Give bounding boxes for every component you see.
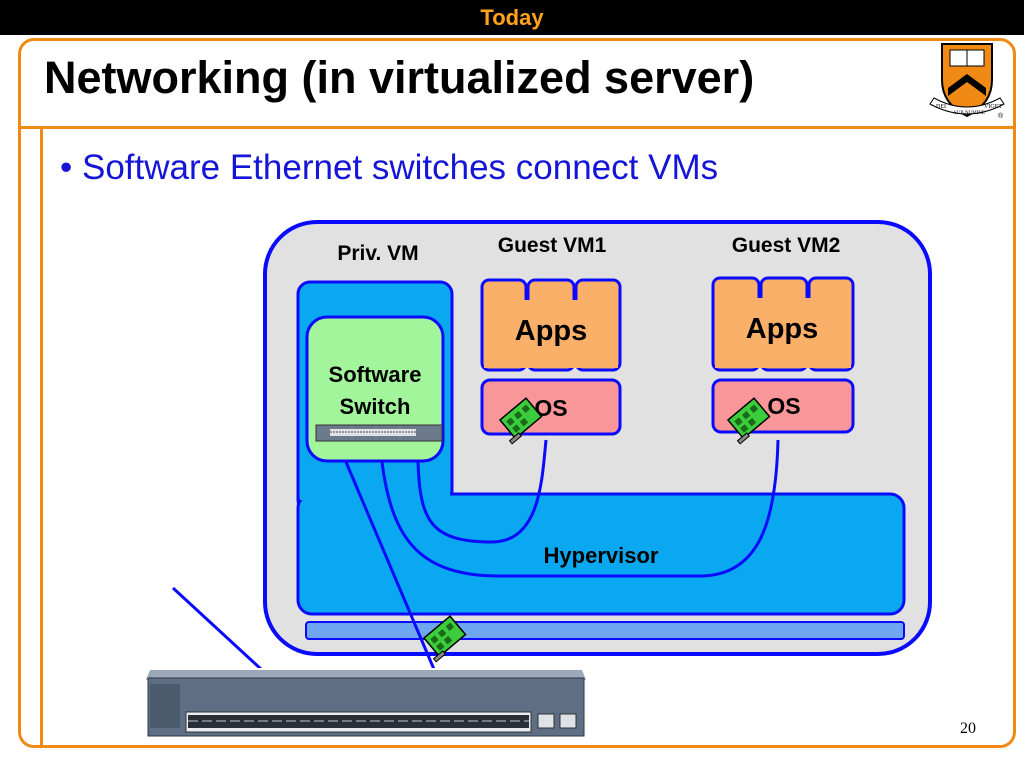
link-switch-to-vm2 xyxy=(380,439,780,578)
guest-vm2-apps-label: Apps xyxy=(746,313,819,345)
logo-motto-middle: SUB NUMINE xyxy=(954,111,985,116)
physical-switch xyxy=(146,668,586,744)
link-switch-to-vm1 xyxy=(416,439,548,544)
logo-registered: ® xyxy=(998,112,1004,120)
mini-switch-icon xyxy=(315,424,443,442)
left-divider xyxy=(40,128,43,748)
guest-vm2-os-label: OS xyxy=(767,393,800,419)
title-divider xyxy=(18,126,1016,129)
link-switch-to-physical-nic xyxy=(344,461,438,675)
guest-vm2-apps: Apps xyxy=(711,276,855,372)
slide-title: Networking (in virtualized server) xyxy=(44,52,755,103)
logo-motto-left: DEI xyxy=(936,104,946,110)
shield-logo: DEI SUB NUMINE VIGET ® xyxy=(929,43,1005,120)
external-cable xyxy=(171,586,264,672)
switch-label-line1: Software xyxy=(329,362,422,387)
page-number: 20 xyxy=(960,720,976,737)
top-bar: Today xyxy=(0,0,1024,35)
guest-vm2-label: Guest VM2 xyxy=(732,234,841,257)
hypervisor-label: Hypervisor xyxy=(544,543,659,568)
section-label: Today xyxy=(480,5,544,30)
hypervisor-box xyxy=(296,492,906,616)
guest-vm1-apps-label: Apps xyxy=(515,315,588,347)
logo-motto-right: VIGET xyxy=(984,104,1002,110)
guest-vm1-label: Guest VM1 xyxy=(498,234,607,257)
slide-frame xyxy=(18,38,1016,748)
switch-label-line2: Switch xyxy=(340,394,411,419)
priv-vm-join xyxy=(300,488,450,500)
hardware-strip xyxy=(305,621,905,640)
priv-vm-label: Priv. VM xyxy=(337,242,418,265)
bullet-point: • Software Ethernet switches connect VMs xyxy=(60,148,719,187)
guest-vm1-apps: Apps xyxy=(480,278,622,372)
